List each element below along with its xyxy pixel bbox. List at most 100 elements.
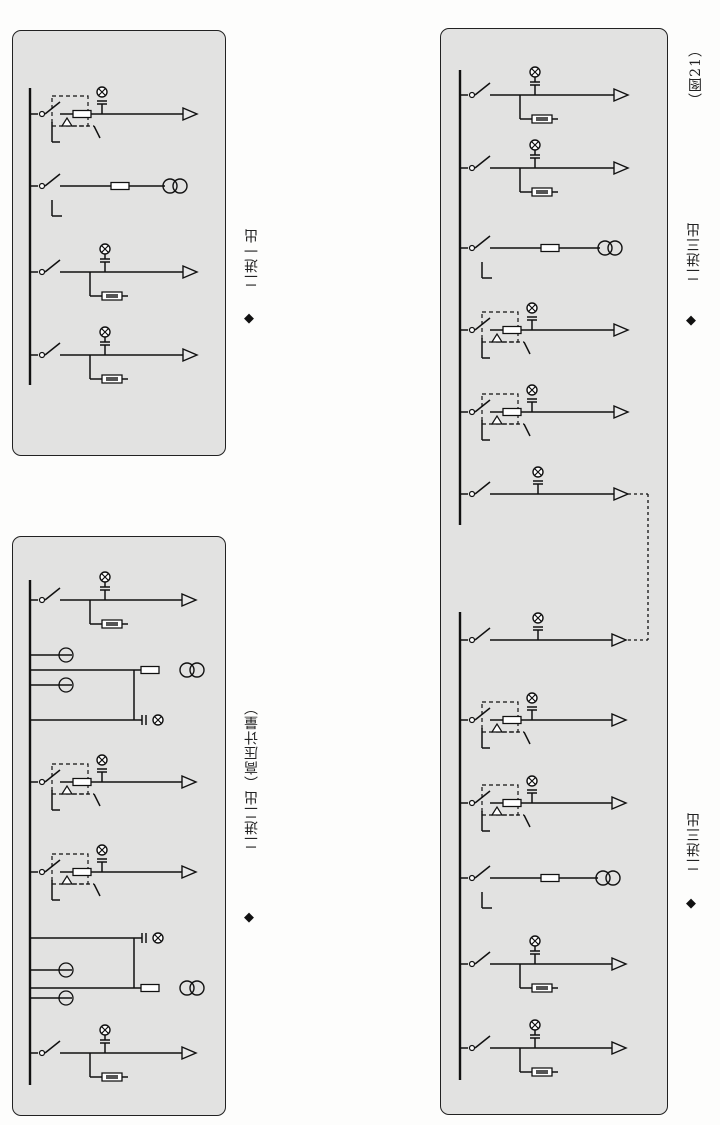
disconnector-blade: [475, 866, 490, 878]
disconnector-pivot: [470, 93, 475, 98]
disconnector-blade: [475, 628, 490, 640]
transformer-symbol: [597, 240, 623, 256]
indicator-lamp: [99, 243, 111, 255]
indicator-lamp: [99, 1024, 111, 1036]
disconnector-blade: [45, 1041, 60, 1053]
disconnector-blade: [45, 588, 60, 600]
fuse: [540, 873, 560, 883]
surge-arrester: [101, 1072, 123, 1082]
indicator-lamp: [96, 86, 108, 98]
surge-arrester: [101, 619, 123, 629]
disconnector-pivot: [40, 353, 45, 358]
disconnector-pivot: [40, 270, 45, 275]
surge-arrester: [531, 187, 553, 197]
disconnector-blade: [475, 952, 490, 964]
indicator-lamp: [526, 775, 538, 787]
earthing-blade: [94, 126, 100, 138]
indicator-lamp: [529, 935, 541, 947]
indicator-lamp: [529, 1019, 541, 1031]
disconnector-blade: [475, 482, 490, 494]
indicator-lamp: [526, 384, 538, 396]
disconnector-pivot: [470, 1046, 475, 1051]
outgoing-triangle: [613, 405, 629, 419]
transformer-symbol: [162, 178, 188, 194]
surge-arrester: [101, 374, 123, 384]
relay-triangle: [62, 876, 72, 884]
disconnector-blade: [45, 343, 60, 355]
earthing-blade: [524, 424, 530, 436]
indicator-lamp: [99, 571, 111, 583]
fuse: [110, 181, 130, 191]
breaker-body: [502, 715, 522, 725]
earthing-blade: [524, 815, 530, 827]
relay-triangle: [62, 786, 72, 794]
outgoing-triangle: [181, 593, 197, 607]
transformer-symbol: [179, 980, 205, 996]
indicator-lamp: [99, 326, 111, 338]
indicator-lamp: [526, 302, 538, 314]
outgoing-triangle: [182, 348, 198, 362]
figure-number: （图21）: [688, 42, 704, 107]
bullet-marker: ◆: [244, 910, 254, 925]
caption-two-in-three-out-lower: 二进三出: [686, 812, 702, 872]
disconnector-pivot: [470, 718, 475, 723]
disconnector-pivot: [470, 801, 475, 806]
indicator-lamp: [152, 932, 164, 944]
disconnector-pivot: [470, 876, 475, 881]
relay-triangle: [492, 807, 502, 815]
outgoing-triangle: [181, 775, 197, 789]
breaker-body: [72, 777, 92, 787]
surge-arrester: [531, 1067, 553, 1077]
fuse: [540, 243, 560, 253]
disconnector-pivot: [470, 246, 475, 251]
outgoing-triangle: [613, 161, 629, 175]
transformer-symbol: [595, 870, 621, 886]
disconnector-pivot: [470, 410, 475, 415]
earthing-blade: [94, 794, 100, 806]
relay-triangle: [492, 724, 502, 732]
earthing-blade: [524, 732, 530, 744]
outgoing-triangle: [611, 957, 627, 971]
disconnector-pivot: [40, 112, 45, 117]
bullet-marker: ◆: [686, 313, 696, 328]
bullet-marker: ◆: [244, 311, 254, 326]
indicator-lamp: [532, 466, 544, 478]
bullet-marker: ◆: [686, 896, 696, 911]
breaker-body: [502, 407, 522, 417]
outgoing-triangle: [611, 713, 627, 727]
outgoing-triangle: [611, 633, 627, 647]
fuse: [140, 983, 160, 993]
relay-triangle: [492, 416, 502, 424]
transformer-symbol: [179, 662, 205, 678]
indicator-lamp: [152, 714, 164, 726]
disconnector-pivot: [40, 598, 45, 603]
disconnector-pivot: [40, 780, 45, 785]
earthing-blade: [94, 884, 100, 896]
caption-two-in-three-out-upper: 二进三出: [686, 222, 702, 282]
relay-triangle: [492, 334, 502, 342]
outgoing-triangle: [611, 796, 627, 810]
surge-arrester: [101, 291, 123, 301]
disconnector-blade: [45, 260, 60, 272]
disconnector-pivot: [470, 328, 475, 333]
outgoing-triangle: [182, 265, 198, 279]
disconnector-blade: [45, 174, 60, 186]
outgoing-triangle: [613, 487, 629, 501]
disconnector-pivot: [40, 870, 45, 875]
panel-two-in-three-out: [440, 28, 668, 1115]
disconnector-pivot: [40, 184, 45, 189]
disconnector-pivot: [470, 492, 475, 497]
outgoing-triangle: [181, 865, 197, 879]
caption-two-in-one-out: 二进一出: [244, 228, 260, 288]
current-meter-symbol: [59, 678, 73, 692]
disconnector-blade: [475, 1036, 490, 1048]
outgoing-triangle: [182, 107, 198, 121]
outgoing-triangle: [613, 323, 629, 337]
panel-two-in-two-out-hv-metering: [12, 536, 226, 1116]
breaker-body: [72, 109, 92, 119]
indicator-lamp: [529, 139, 541, 151]
breaker-body: [502, 325, 522, 335]
disconnector-blade: [475, 83, 490, 95]
panel-two-in-one-out: [12, 30, 226, 456]
current-meter-symbol: [59, 648, 73, 662]
